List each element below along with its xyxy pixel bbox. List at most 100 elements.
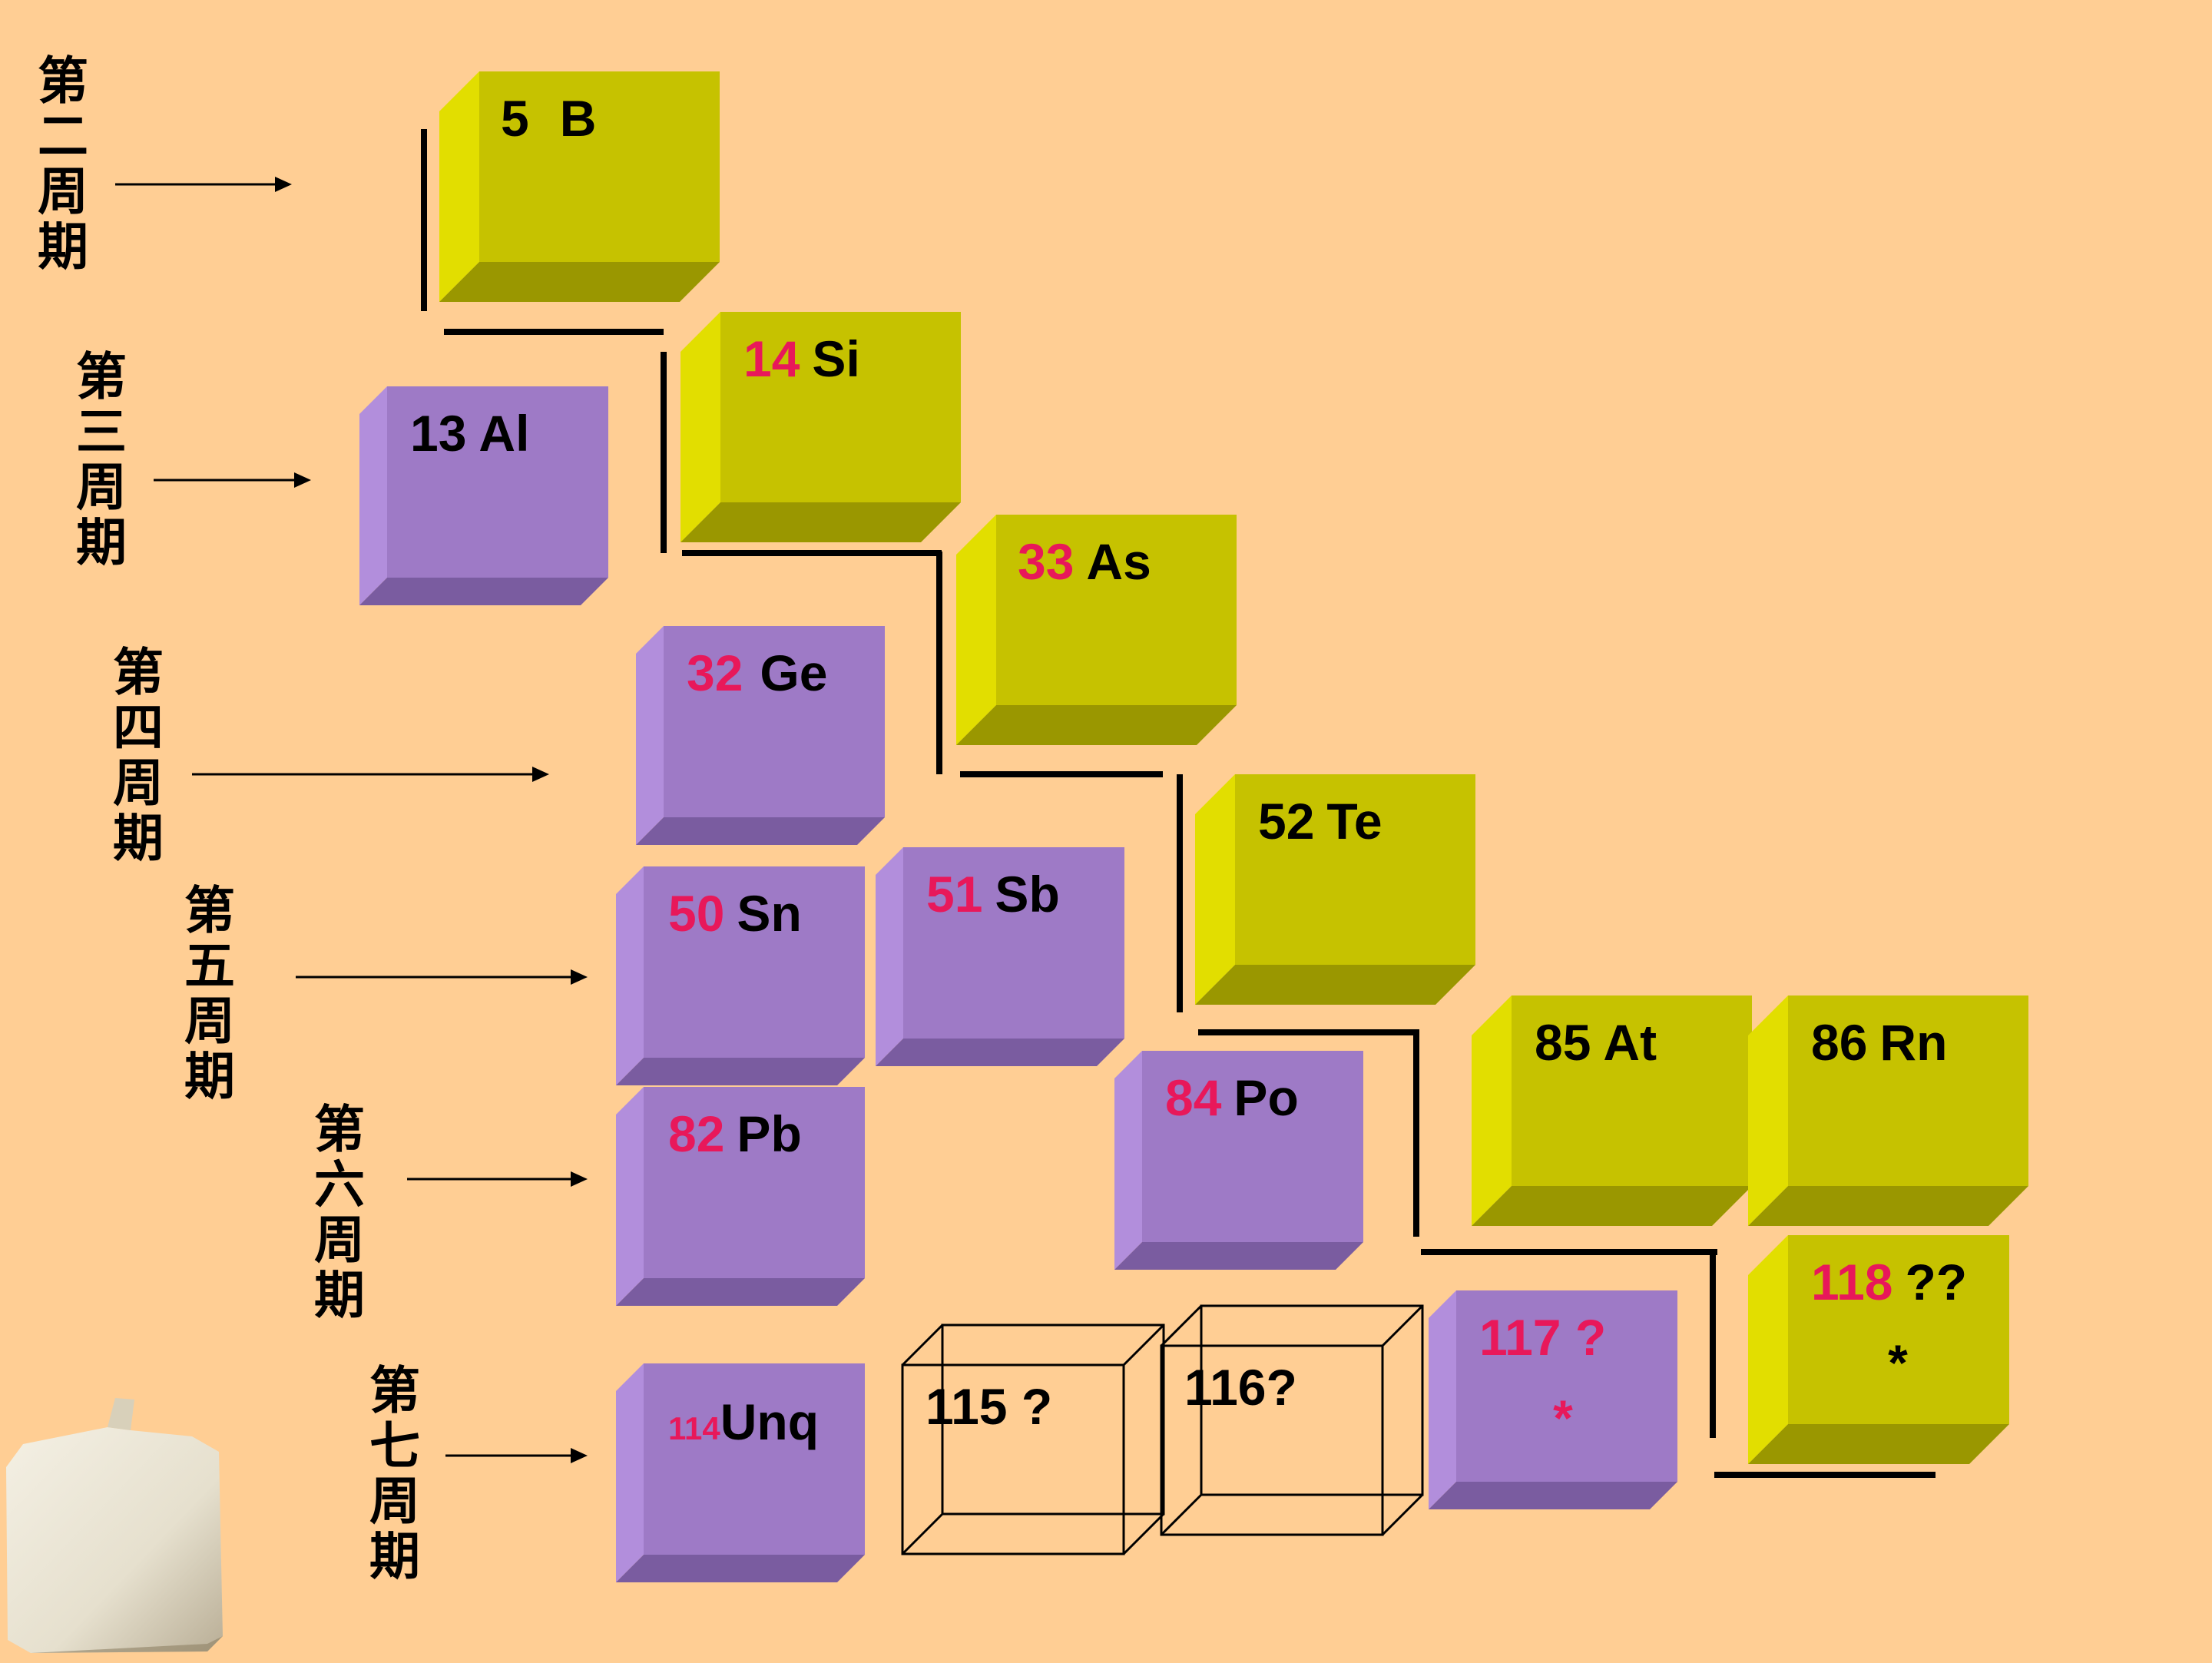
box-shape xyxy=(1160,1304,1424,1536)
element-symbol: Si xyxy=(812,330,860,387)
period-label-p7: 第七周期 xyxy=(369,1361,420,1586)
boundary-segment xyxy=(936,552,942,774)
element-box-e117: 117 ? * xyxy=(1429,1290,1677,1509)
element-symbol: 115 ? xyxy=(926,1378,1053,1435)
boundary-segment xyxy=(444,329,664,335)
period-arrow-p2 xyxy=(115,177,292,192)
atomic-number: 52 xyxy=(1258,793,1315,850)
element-symbol: Sb xyxy=(995,866,1060,923)
element-box-unq: 114Unq xyxy=(616,1363,865,1582)
atomic-number: 14 xyxy=(743,330,800,387)
period-label-p6: 第六周期 xyxy=(314,1100,365,1325)
element-label-e116: 116? xyxy=(1184,1360,1297,1415)
paper-photo xyxy=(0,1375,230,1659)
box-shape xyxy=(1195,774,1475,1005)
boundary-segment xyxy=(1421,1249,1717,1255)
period-label-p2: 第二周期 xyxy=(38,51,88,277)
period-label-p3: 第三周期 xyxy=(76,347,127,572)
element-box-e115: 115 ? xyxy=(901,1323,1165,1555)
box-shape xyxy=(956,515,1237,745)
box-shape xyxy=(1429,1290,1677,1509)
atomic-number: 82 xyxy=(668,1105,725,1162)
element-label-unq: 114Unq xyxy=(668,1394,819,1456)
box-shape xyxy=(616,1087,865,1306)
element-symbol: Al xyxy=(478,405,530,462)
atomic-number: 84 xyxy=(1165,1069,1222,1126)
period-arrow-p6 xyxy=(407,1171,588,1187)
element-symbol: Unq xyxy=(720,1393,820,1450)
element-label-rn118: 118?? xyxy=(1811,1254,1967,1310)
boundary-segment xyxy=(1177,774,1183,1012)
atomic-number: 5 xyxy=(501,90,529,147)
element-box-ge: 32 Ge xyxy=(636,626,885,845)
box-shape xyxy=(359,386,608,605)
period-arrow-p4 xyxy=(192,767,549,782)
box-shape xyxy=(1748,1235,2009,1464)
element-box-e116: 116? xyxy=(1160,1304,1424,1536)
element-symbol: Rn xyxy=(1879,1014,1948,1071)
period-label-p5: 第五周期 xyxy=(184,881,235,1106)
boundary-segment xyxy=(1714,1472,1936,1478)
boundary-segment xyxy=(960,771,1163,777)
box-shape xyxy=(616,1363,865,1582)
atomic-number: 33 xyxy=(1018,533,1075,590)
boundary-segment xyxy=(1710,1252,1716,1438)
box-shape xyxy=(1472,995,1752,1226)
boundary-segment xyxy=(421,129,427,311)
element-symbol: Te xyxy=(1326,793,1382,850)
atomic-number: 114 xyxy=(668,1410,720,1446)
atomic-number: 85 xyxy=(1535,1014,1591,1071)
atomic-number: 32 xyxy=(687,644,743,701)
atomic-number: 117 ? xyxy=(1479,1309,1607,1366)
element-symbol: Ge xyxy=(760,644,828,701)
period-arrow-p5 xyxy=(296,969,588,985)
element-symbol: B xyxy=(559,90,597,147)
atomic-number: 118 xyxy=(1811,1254,1893,1310)
box-shape xyxy=(636,626,885,845)
atomic-number: 50 xyxy=(668,885,725,942)
box-shape xyxy=(616,866,865,1085)
atomic-number: 86 xyxy=(1811,1014,1868,1071)
box-shape xyxy=(901,1323,1165,1555)
element-label-e115: 115 ? xyxy=(926,1379,1052,1434)
element-label-e117: 117 ? xyxy=(1479,1310,1606,1365)
note-marker: * xyxy=(1553,1390,1573,1446)
period-label-p4: 第四周期 xyxy=(113,643,164,868)
element-box-rn118: 118?? * xyxy=(1748,1235,2009,1464)
element-symbol: As xyxy=(1086,533,1151,590)
element-symbol: 116? xyxy=(1184,1359,1297,1416)
boundary-segment xyxy=(1198,1029,1419,1035)
note-marker: * xyxy=(1888,1334,1908,1391)
boundary-segment xyxy=(661,352,667,553)
element-symbol: Pb xyxy=(737,1105,802,1162)
box-shape xyxy=(439,71,720,302)
element-symbol: Po xyxy=(1233,1069,1299,1126)
atomic-number: 51 xyxy=(926,866,983,923)
atomic-number: 13 xyxy=(410,405,467,462)
box-shape xyxy=(680,312,961,542)
element-symbol: Sn xyxy=(737,885,802,942)
element-symbol: At xyxy=(1603,1014,1657,1071)
boundary-segment xyxy=(682,550,942,556)
box-shape xyxy=(876,847,1124,1066)
period-arrow-p7 xyxy=(445,1448,588,1463)
